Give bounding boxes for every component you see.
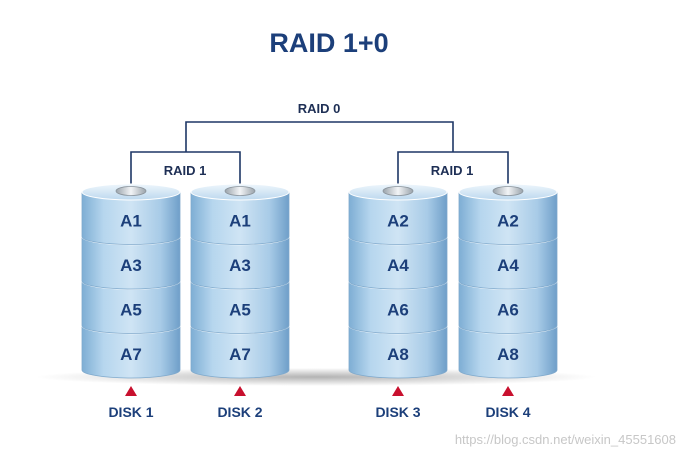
block-label: A1 (120, 211, 142, 230)
block-label: A7 (229, 345, 251, 364)
block-label: A6 (497, 300, 519, 319)
block-label: A6 (387, 300, 409, 319)
block-label: A4 (387, 256, 409, 275)
block-label: A5 (229, 300, 251, 319)
disk-segment-body (190, 191, 290, 245)
raid1-right-label: RAID 1 (431, 163, 474, 178)
block-label: A4 (497, 256, 519, 275)
disk-marker-arrow-icon (234, 386, 246, 396)
disk-segment-body (458, 236, 558, 290)
disk-segment-body (458, 191, 558, 245)
raid0-label: RAID 0 (298, 101, 341, 116)
block-label: A2 (497, 211, 519, 230)
disk-label: DISK 3 (375, 404, 420, 420)
block-label: A3 (120, 256, 142, 275)
disk-segment-body (81, 191, 181, 245)
disk-segment-body (81, 280, 181, 334)
disk-segment-body (190, 325, 290, 379)
block-label: A8 (497, 345, 519, 364)
block-label: A2 (387, 211, 409, 230)
disk-marker-arrow-icon (125, 386, 137, 396)
connector-lines (130, 121, 509, 192)
block-label: A5 (120, 300, 142, 319)
disk-label: DISK 1 (108, 404, 153, 420)
disk-segment: A1 (190, 183, 290, 245)
spindle-hub (492, 186, 524, 196)
raid1-left-label: RAID 1 (164, 163, 207, 178)
watermark: https://blog.csdn.net/weixin_45551608 (455, 432, 676, 447)
raid1-right-connector (397, 151, 509, 192)
disk-segment-body (190, 280, 290, 334)
block-label: A1 (229, 211, 251, 230)
disk-label: DISK 4 (485, 404, 530, 420)
disk-segment-body (348, 325, 448, 379)
disk-segment-body (458, 280, 558, 334)
disk-segment-body (81, 236, 181, 290)
spindle-hub (224, 186, 256, 196)
diagram-title: RAID 1+0 (269, 28, 388, 58)
block-label: A3 (229, 256, 251, 275)
spindle-hub (382, 186, 414, 196)
disk-segment-body (458, 325, 558, 379)
disk-label: DISK 2 (217, 404, 262, 420)
raid1-left-connector (130, 151, 241, 192)
disk-segment-body (348, 280, 448, 334)
disk-marker-arrow-icon (502, 386, 514, 396)
disk-segment-body (348, 236, 448, 290)
block-label: A7 (120, 345, 142, 364)
disk-segment-body (348, 191, 448, 245)
disk-segment-body (190, 236, 290, 290)
raid0-connector (185, 121, 454, 152)
block-label: A8 (387, 345, 409, 364)
disk-segment-body (81, 325, 181, 379)
spindle-hub (115, 186, 147, 196)
disk-marker-arrow-icon (392, 386, 404, 396)
